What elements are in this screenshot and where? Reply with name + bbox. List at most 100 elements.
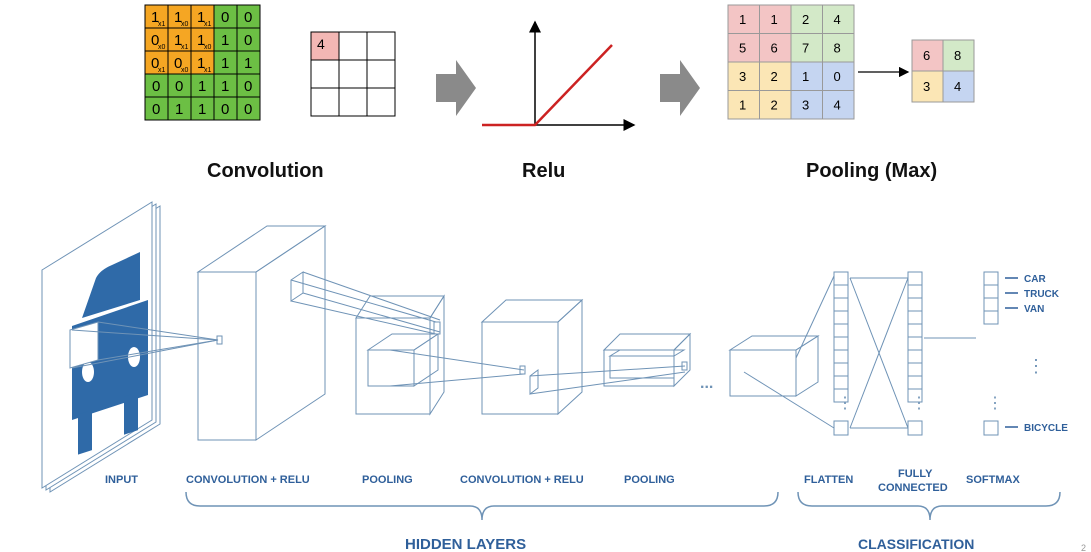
neuron	[833, 388, 849, 403]
pool-input-cell	[759, 61, 792, 91]
classification-label: CLASSIFICATION	[858, 536, 974, 552]
pool-input-value: 2	[771, 98, 778, 113]
kernel-weight: x1	[158, 67, 166, 74]
pool-input-value: 2	[771, 69, 778, 84]
pool-input-cell	[822, 90, 855, 120]
neuron	[833, 297, 849, 312]
class-van: VAN	[1024, 304, 1044, 315]
image-cell-value: 1	[174, 9, 182, 26]
neuron	[983, 271, 999, 286]
neuron	[833, 420, 849, 436]
image-cell-value: 1	[198, 78, 206, 95]
image-cell-value: 1	[221, 55, 229, 72]
pool1-volume	[355, 294, 445, 416]
pool-output-value: 4	[954, 79, 961, 94]
pool-input-value: 3	[739, 69, 746, 84]
hidden-layers-brace	[185, 491, 779, 521]
neuron	[907, 388, 923, 403]
neuron	[833, 375, 849, 390]
page-number: 2	[1081, 543, 1086, 552]
kernel-weight: x1	[204, 67, 212, 74]
input-window-patch	[69, 321, 99, 369]
label-input: INPUT	[105, 474, 138, 486]
output-cell	[338, 59, 368, 89]
kernel-weight: x0	[158, 44, 166, 51]
pool-input-value: 1	[739, 98, 746, 113]
hidden-layers-label: HIDDEN LAYERS	[405, 536, 526, 552]
pool-input-value: 0	[834, 69, 841, 84]
pool2-volume	[602, 332, 692, 388]
conv1-volume	[196, 225, 327, 441]
image-cell-value: 1	[221, 32, 229, 49]
neuron	[907, 310, 923, 325]
image-cell-value: 0	[152, 101, 160, 118]
image-cell-value: 0	[244, 9, 252, 26]
class-car: CAR	[1024, 274, 1046, 285]
neuron	[983, 284, 999, 299]
pool-input-value: 3	[802, 98, 809, 113]
convolution-title: Convolution	[207, 160, 324, 182]
conv2-volume	[480, 298, 584, 416]
image-cell-value: 1	[221, 78, 229, 95]
class-bicycle: BICYCLE	[1024, 423, 1068, 434]
image-cell	[236, 96, 261, 121]
pool-output-value: 3	[923, 79, 930, 94]
neuron	[833, 310, 849, 325]
image-cell-value: 0	[221, 9, 229, 26]
pool-input-value: 4	[834, 98, 841, 113]
neuron	[907, 362, 923, 377]
image-cell-value: 1	[174, 32, 182, 49]
flatten-block	[728, 275, 835, 429]
pool-output-cell	[911, 39, 944, 72]
neuron	[983, 310, 999, 325]
neuron	[907, 336, 923, 351]
column-vdots: ⋮	[911, 395, 927, 412]
neuron	[833, 349, 849, 364]
pool-input-value: 1	[802, 69, 809, 84]
pooling-title: Pooling (Max)	[806, 160, 938, 182]
label-pool2: POOLING	[624, 474, 675, 486]
pool-input-cell	[727, 4, 760, 34]
pool-input-value: 1	[739, 12, 746, 27]
pool-output-cell	[942, 39, 975, 72]
softmax-column: ⋮	[983, 271, 1003, 436]
pool-input-value: 4	[834, 12, 841, 27]
image-cell-value: 0	[174, 55, 182, 72]
output-cell	[338, 31, 368, 61]
pool-input-value: 5	[739, 41, 746, 56]
pool-input-cell	[759, 90, 792, 120]
pool-input-value: 8	[834, 41, 841, 56]
fully-connected-column: ⋮	[907, 271, 927, 436]
output-cell	[366, 59, 396, 89]
output-cell	[366, 31, 396, 61]
label-conv1: CONVOLUTION + RELU	[186, 474, 310, 486]
pool-input-cell	[727, 33, 760, 63]
output-cell	[366, 87, 396, 117]
neuron	[833, 271, 849, 286]
pool-output-value: 8	[954, 48, 961, 63]
image-cell-value: 0	[244, 101, 252, 118]
pool-output-cell	[911, 70, 944, 103]
kernel-weight: x0	[204, 44, 212, 51]
neuron	[833, 323, 849, 338]
neuron	[983, 297, 999, 312]
convolution-output-grid: 4	[310, 31, 396, 117]
label-conv2: CONVOLUTION + RELU	[460, 474, 584, 486]
kernel-weight: x1	[204, 21, 212, 28]
image-cell-value: 0	[244, 32, 252, 49]
image-cell-value: 0	[151, 32, 159, 49]
label-fc-2: CONNECTED	[878, 482, 948, 494]
pool-input-value: 2	[802, 12, 809, 27]
image-cell-value: 1	[197, 55, 205, 72]
output-cell	[338, 87, 368, 117]
image-cell-value: 0	[244, 78, 252, 95]
pool-input-value: 6	[771, 41, 778, 56]
kernel-weight: x1	[181, 44, 189, 51]
class-truck: TRUCK	[1024, 289, 1060, 300]
neuron	[907, 271, 923, 286]
image-cell-value: 1	[197, 32, 205, 49]
neuron	[833, 362, 849, 377]
neuron	[983, 420, 999, 436]
softmax-vdots: ⋮	[1027, 356, 1045, 376]
